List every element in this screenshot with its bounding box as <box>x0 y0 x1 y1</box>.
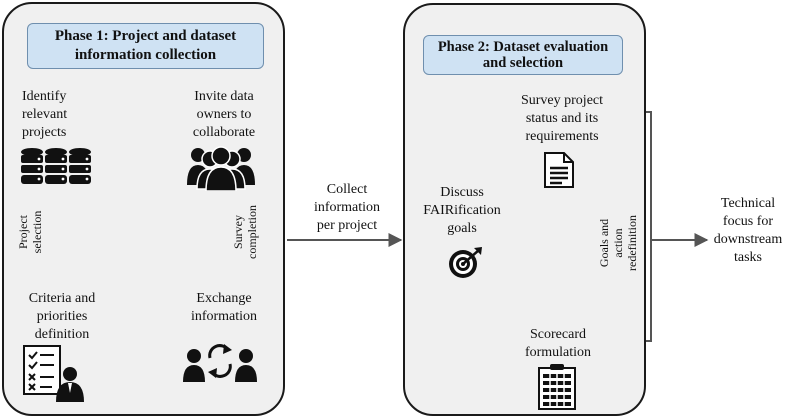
database-icon <box>21 148 91 184</box>
scorecard-icon <box>538 364 576 410</box>
invite-label: Invite data owners to collaborate <box>176 88 272 142</box>
collect-line-1: Collect <box>326 182 368 197</box>
phase2-title: Phase 2: Dataset evaluation and selectio… <box>423 35 623 75</box>
scorecard-line-1: Scorecard <box>530 327 586 342</box>
invite-line-3: collaborate <box>192 125 256 140</box>
identify-line-3: projects <box>22 125 67 140</box>
technical-line-1: Technical <box>720 196 776 211</box>
invite-line-1: Invite data <box>194 89 254 104</box>
team-icon <box>187 146 255 191</box>
survey-completion-label: Survey completion <box>231 197 259 267</box>
checklist-person-icon <box>23 345 84 402</box>
criteria-label: Criteria and priorities definition <box>21 290 103 344</box>
technical-focus-label: Technical focus for downstream tasks <box>708 195 787 267</box>
collect-line-3: per project <box>316 218 378 233</box>
exchange-people-icon <box>183 344 257 382</box>
scorecard-line-2: formulation <box>524 345 592 360</box>
goals-line-1: Goals and <box>597 218 611 268</box>
project-selection-line-2: selection <box>30 210 44 254</box>
survey-line-3: requirements <box>525 129 599 144</box>
survey-project-label: Survey project status and its requiremen… <box>508 92 616 146</box>
phase2-title-text: Phase 2: Dataset evaluation and selectio… <box>437 39 609 71</box>
discuss-line-1: Discuss <box>440 185 484 200</box>
exchange-line-1: Exchange <box>196 291 252 306</box>
survey-line-1: Survey project <box>520 93 604 108</box>
identify-label: Identify relevant projects <box>22 88 67 142</box>
identify-line-2: relevant <box>22 107 68 122</box>
criteria-line-1: Criteria and <box>28 291 96 306</box>
project-selection-label: Project selection <box>16 202 44 262</box>
project-selection-line-1: Project <box>16 215 30 249</box>
scorecard-label: Scorecard formulation <box>512 326 604 362</box>
collect-line-2: information <box>313 200 381 215</box>
exchange-label: Exchange information <box>182 290 266 326</box>
goals-action-label: Goals and action redefinition <box>597 201 639 285</box>
technical-line-2: focus for <box>722 214 774 229</box>
technical-line-4: tasks <box>734 250 762 265</box>
discuss-label: Discuss FAIRification goals <box>410 184 514 238</box>
survey-line-2: status and its <box>525 111 599 126</box>
goals-line-2: action <box>611 228 625 258</box>
exchange-line-2: information <box>190 309 258 324</box>
criteria-line-2: priorities <box>36 309 88 324</box>
discuss-line-3: goals <box>447 221 477 236</box>
identify-line-1: Identify <box>22 89 67 104</box>
invite-line-2: owners to <box>196 107 252 122</box>
target-icon <box>449 247 482 278</box>
collect-label: Collect information per project <box>292 181 402 235</box>
document-icon <box>544 152 574 188</box>
phase1-title-text: Phase 1: Project and dataset information… <box>54 28 237 63</box>
phase1-title: Phase 1: Project and dataset information… <box>27 23 264 69</box>
survey-completion-line-2: completion <box>245 205 259 259</box>
criteria-line-3: definition <box>34 327 90 342</box>
technical-line-3: downstream <box>713 232 783 247</box>
discuss-line-2: FAIRification <box>423 203 501 218</box>
goals-line-3: redefinition <box>625 215 639 271</box>
survey-completion-line-1: Survey <box>231 215 245 249</box>
